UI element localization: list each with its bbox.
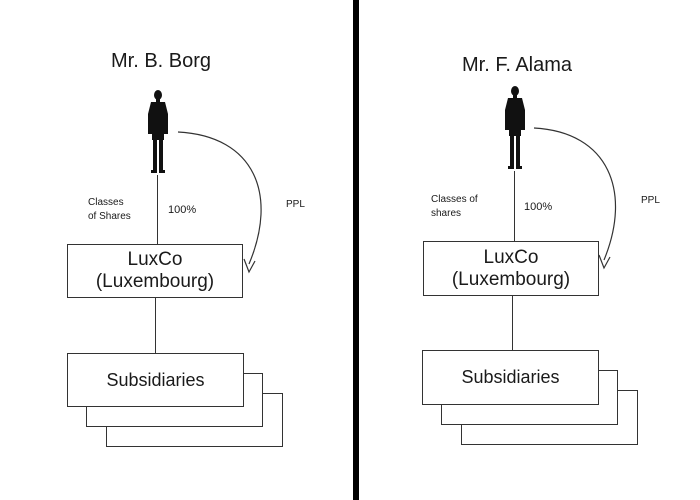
subsidiaries-box: Subsidiaries [422,350,599,405]
person-icon [148,90,168,173]
panel-alama: Mr. F. Alama Classes of shares 100% PPL [359,0,700,500]
subsidiary-line [512,296,513,351]
ppl-label: PPL [641,195,660,206]
subsidiaries-label: Subsidiaries [106,369,205,390]
ppl-arrow [533,127,617,270]
ownership-percentage: 100% [524,201,553,213]
owner-name: Mr. B. Borg [110,50,212,72]
luxco-name: LuxCo [483,246,539,268]
luxco-box: LuxCo (Luxembourg) [423,241,599,296]
panel-divider [353,0,359,500]
subsidiaries-box: Subsidiaries [67,353,244,407]
owner-name: Mr. F. Alama [461,54,573,76]
subsidiary-line [155,298,156,353]
person-icon [505,86,525,169]
luxco-box: LuxCo (Luxembourg) [67,244,243,298]
classes-of-shares-label: Classes of Shares [88,197,131,222]
luxco-jurisdiction: (Luxembourg) [95,271,215,292]
ownership-percentage: 100% [168,204,197,216]
luxco-jurisdiction: (Luxembourg) [451,268,571,290]
ppl-label: PPL [286,199,305,210]
luxco-name: LuxCo [127,249,183,270]
classes-of-shares-label: Classes of shares [431,194,478,219]
ownership-line [157,175,158,245]
ownership-line [514,171,515,241]
ppl-arrow [177,131,262,274]
panel-borg: Mr. B. Borg Classes of Shares 100% PPL [67,50,305,447]
subsidiaries-label: Subsidiaries [461,367,560,387]
